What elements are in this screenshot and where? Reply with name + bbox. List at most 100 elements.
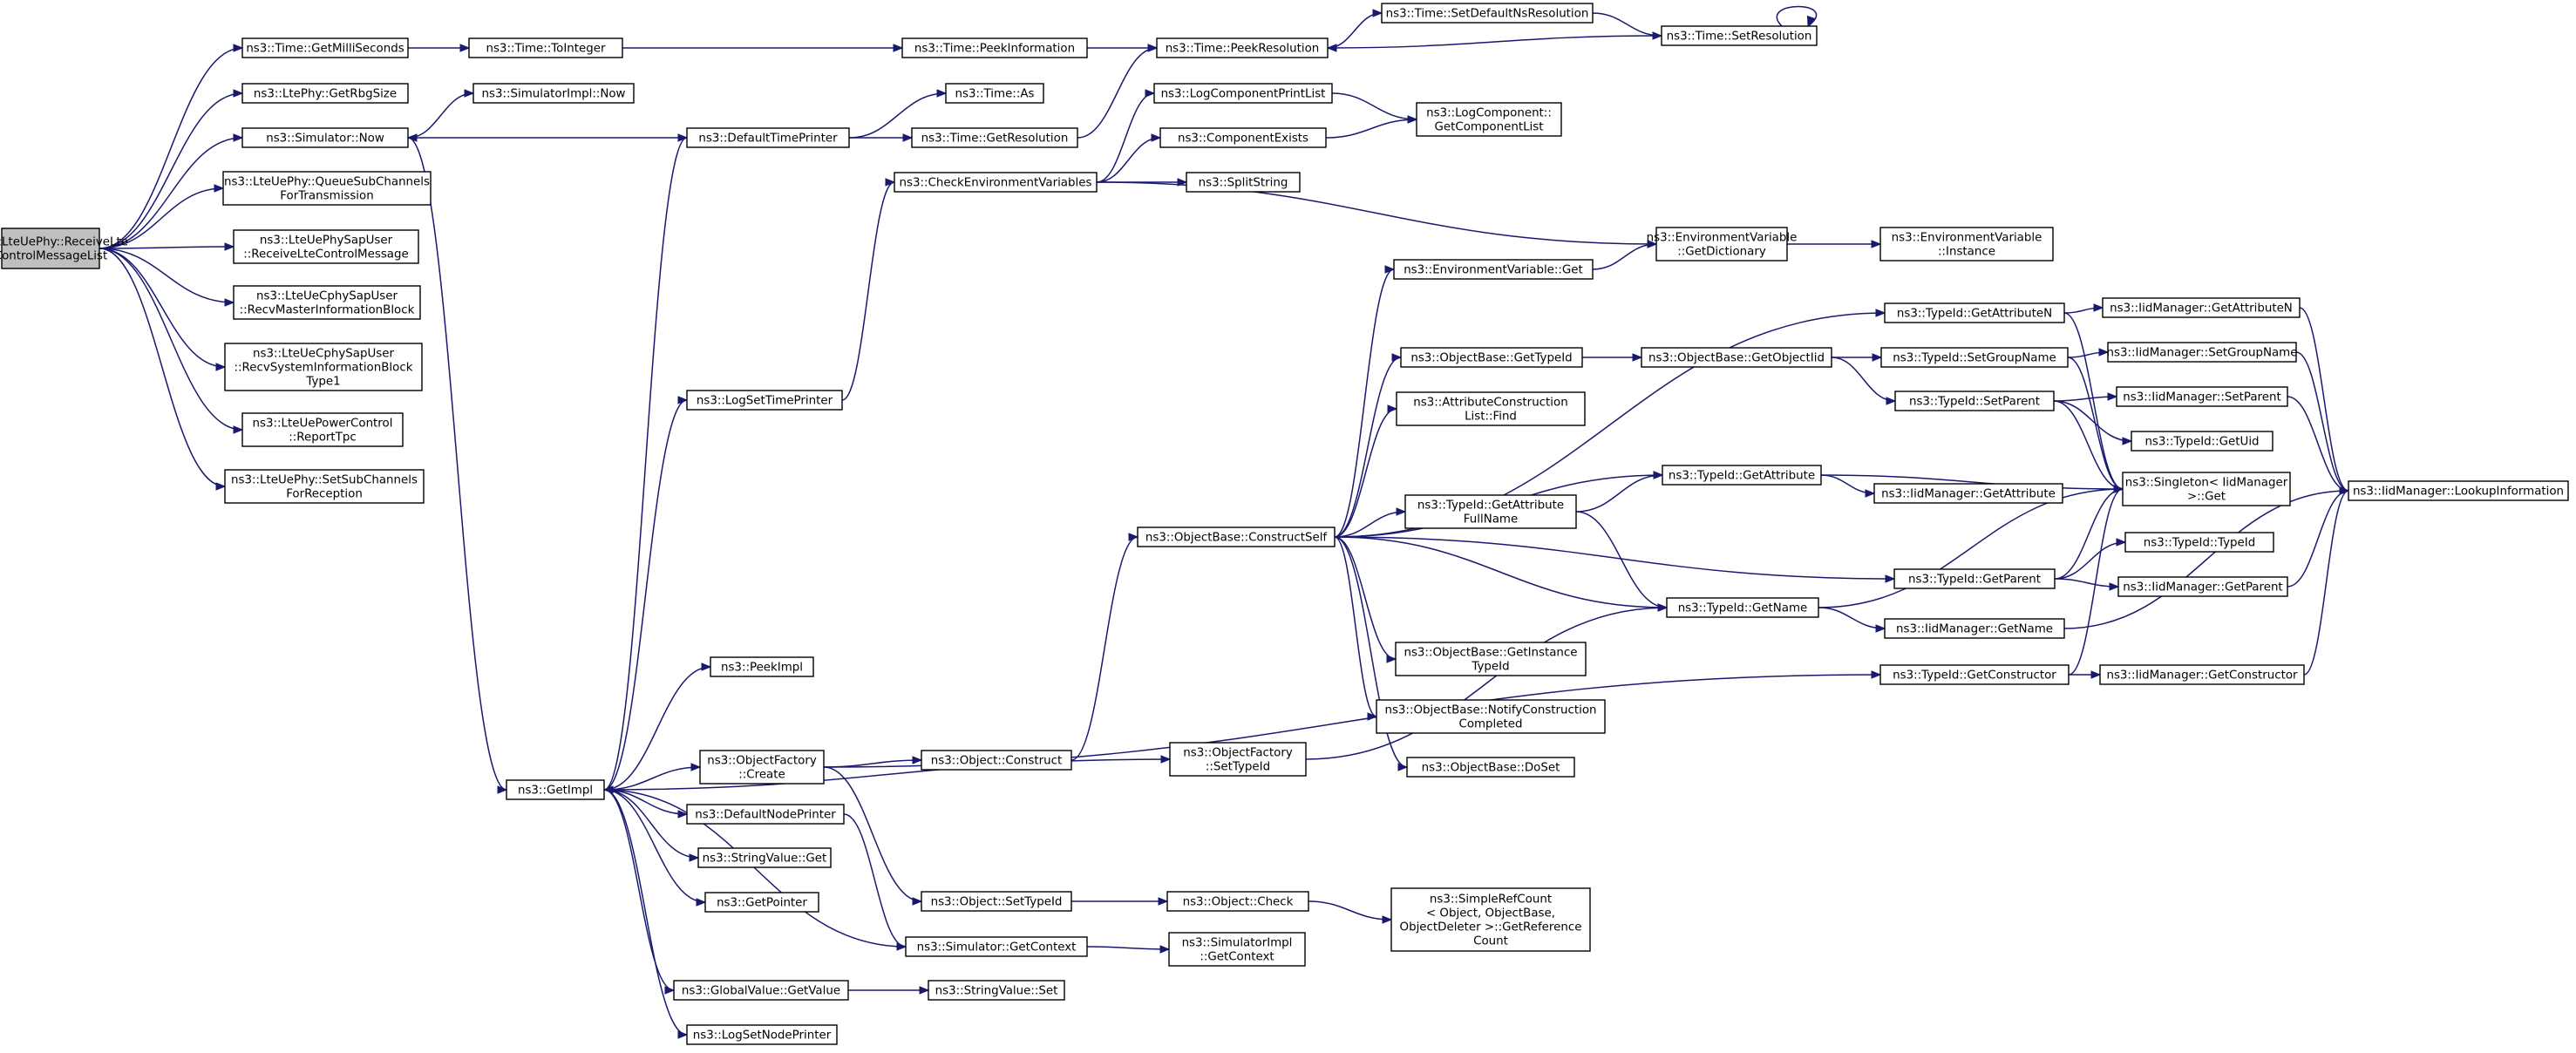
node-queuesub[interactable]: ns3::LteUePhy::QueueSubChannelsForTransm… <box>222 171 432 206</box>
node-objconstruct[interactable]: ns3::Object::Construct <box>921 750 1072 771</box>
node-getimpl[interactable]: ns3::GetImpl <box>506 779 605 800</box>
node-setdefns[interactable]: ns3::Time::SetDefaultNsResolution <box>1381 3 1594 24</box>
node-label: ::Create <box>738 769 785 782</box>
edge-tidgetcons-to-singleton <box>2068 485 2124 676</box>
node-obgetobjtid[interactable]: ns3::ObjectBase::GetObjectIid <box>1641 347 1832 368</box>
edge-arrowhead <box>497 785 508 794</box>
edge-tidgetattrn-to-singleton <box>2063 312 2124 493</box>
node-strvalset[interactable]: ns3::StringValue::Set <box>928 980 1065 1001</box>
node-simimplgetctx[interactable]: ns3::SimulatorImpl::GetContext <box>1168 932 1306 967</box>
node-objfactcreate[interactable]: ns3::ObjectFactory::Create <box>699 750 825 785</box>
node-doset[interactable]: ns3::ObjectBase::DoSet <box>1406 757 1575 778</box>
node-defnode[interactable]: ns3::DefaultNodePrinter <box>686 804 845 825</box>
node-setsub[interactable]: ns3::LteUePhy::SetSubChannelsForReceptio… <box>224 469 425 504</box>
edge-root-to-reporttpc <box>99 248 244 434</box>
node-recvsib[interactable]: ns3::LteUeCphySapUser::RecvSystemInforma… <box>224 343 423 391</box>
node-objcheck[interactable]: ns3::Object::Check <box>1166 891 1309 912</box>
node-iidlookup[interactable]: ns3::IidManager::LookupInformation <box>2348 480 2569 501</box>
node-iidgetattrn[interactable]: ns3::IidManager::GetAttributeN <box>2102 297 2301 318</box>
node-box <box>1662 465 1822 486</box>
node-simgetctx[interactable]: ns3::Simulator::GetContext <box>905 936 1088 957</box>
node-notifycons[interactable]: ns3::ObjectBase::NotifyConstructionCompl… <box>1376 699 1606 734</box>
node-label: GetComponentList <box>1434 121 1543 134</box>
node-rbg[interactable]: ns3::LtePhy::GetRbgSize <box>241 83 409 104</box>
node-compexists[interactable]: ns3::ComponentExists <box>1159 127 1327 148</box>
node-simrefcount[interactable]: ns3::SimpleRefCount< Object, ObjectBase,… <box>1390 887 1591 952</box>
node-tidgetattr[interactable]: ns3::TypeId::GetAttribute <box>1662 465 1822 486</box>
node-constructself[interactable]: ns3::ObjectBase::ConstructSelf <box>1137 526 1336 547</box>
node-deftime[interactable]: ns3::DefaultTimePrinter <box>686 127 850 148</box>
node-objfactsettid[interactable]: ns3::ObjectFactory::SetTypeId <box>1169 742 1307 777</box>
node-tidgetparent[interactable]: ns3::TypeId::GetParent <box>1893 568 2056 589</box>
node-splitstring[interactable]: ns3::SplitString <box>1186 172 1301 193</box>
node-strvalget[interactable]: ns3::StringValue::Get <box>697 847 832 868</box>
node-getpointer[interactable]: ns3::GetPointer <box>704 892 819 913</box>
edge-root-to-recvmib <box>99 248 235 307</box>
node-obgettypeid[interactable]: ns3::ObjectBase::GetTypeId <box>1400 347 1583 368</box>
edge-tidgetattrn-to-iidgetattrn <box>2063 303 2104 314</box>
node-box <box>921 750 1072 771</box>
node-envgetdict[interactable]: ns3::EnvironmentVariable::GetDictionary <box>1647 227 1798 262</box>
node-logsettime[interactable]: ns3::LogSetTimePrinter <box>686 390 843 411</box>
node-reporttpc[interactable]: ns3::LteUePowerControl::ReportTpc <box>241 412 404 447</box>
node-box <box>506 779 605 800</box>
node-peekimpl[interactable]: ns3::PeekImpl <box>710 656 814 677</box>
node-logcompprint[interactable]: ns3::LogComponentPrintList <box>1153 83 1333 104</box>
edge-tidgetattr-to-iidgetattr <box>1820 474 1876 498</box>
node-recvmib[interactable]: ns3::LteUeCphySapUser::RecvMasterInforma… <box>233 285 421 320</box>
node-root[interactable]: ns3::LteUePhy::ReceiveLteControlMessageL… <box>0 228 128 269</box>
node-tointeger[interactable]: ns3::Time::ToInteger <box>468 37 623 58</box>
node-objsettid[interactable]: ns3::Object::SetTypeId <box>921 891 1072 912</box>
node-simnow[interactable]: ns3::Simulator::Now <box>241 127 409 148</box>
node-tidtypeid[interactable]: ns3::TypeId::TypeId <box>2124 532 2274 553</box>
node-box <box>1168 932 1306 967</box>
node-iidsetparent[interactable]: ns3::IidManager::SetParent <box>2116 386 2288 407</box>
node-box <box>686 1024 838 1045</box>
node-getms[interactable]: ns3::Time::GetMilliSeconds <box>241 37 409 58</box>
node-label: ns3::TypeId::GetAttribute <box>1417 499 1564 513</box>
node-logsetnode[interactable]: ns3::LogSetNodePrinter <box>686 1024 838 1045</box>
node-tidsetparent[interactable]: ns3::TypeId::SetParent <box>1894 391 2055 411</box>
node-box <box>1879 227 2054 262</box>
node-tidgetcons[interactable]: ns3::TypeId::GetConstructor <box>1879 664 2070 685</box>
node-envget[interactable]: ns3::EnvironmentVariable::Get <box>1393 259 1594 280</box>
node-iidgetparent[interactable]: ns3::IidManager::GetParent <box>2117 576 2288 597</box>
node-tidsetgroup[interactable]: ns3::TypeId::SetGroupName <box>1880 347 2069 368</box>
edge-arrowhead <box>2098 348 2110 357</box>
node-tidgetattrn[interactable]: ns3::TypeId::GetAttributeN <box>1884 302 2065 323</box>
node-box <box>1166 891 1309 912</box>
node-iidgetcons[interactable]: ns3::IidManager::GetConstructor <box>2099 664 2305 685</box>
edge-line <box>603 789 675 991</box>
node-singleton[interactable]: ns3::Singleton< IidManager >::Get <box>2122 472 2291 506</box>
node-getcomplist[interactable]: ns3::LogComponent::GetComponentList <box>1416 102 1562 137</box>
node-iidsetgroup[interactable]: ns3::IidManager::SetGroupName <box>2107 342 2298 363</box>
edge-arrowhead <box>677 133 689 142</box>
node-getres[interactable]: ns3::Time::GetResolution <box>911 127 1078 148</box>
edge-arrowhead <box>2113 485 2124 493</box>
edge-objfactsettid-to-tidgetname <box>1305 603 1669 760</box>
edge-logsettime-to-checkenv <box>841 178 896 401</box>
node-tidgetname[interactable]: ns3::TypeId::GetName <box>1666 597 1819 618</box>
edge-iidsetgroup-to-iidlookup <box>2295 351 2350 495</box>
node-label: Completed <box>1458 718 1522 731</box>
node-tidgetuid[interactable]: ns3::TypeId::GetUid <box>2131 431 2274 452</box>
node-timeas[interactable]: ns3::Time::As <box>945 83 1044 104</box>
node-box <box>686 804 845 825</box>
edge-arrowhead <box>701 662 712 671</box>
node-iidgetattr[interactable]: ns3::IidManager::GetAttribute <box>1873 483 2063 504</box>
node-peekres[interactable]: ns3::Time::PeekResolution <box>1156 37 1329 58</box>
node-envinst[interactable]: ns3::EnvironmentVariable::Instance <box>1879 227 2054 262</box>
node-setres[interactable]: ns3::Time::SetResolution <box>1661 25 1818 46</box>
node-simimplnow[interactable]: ns3::SimulatorImpl::Now <box>472 83 635 104</box>
node-physapuser[interactable]: ns3::LteUePhySapUser::ReceiveLteControlM… <box>233 229 419 264</box>
node-iidgetname[interactable]: ns3::IidManager::GetName <box>1884 618 2065 639</box>
node-label: ns3::Time::PeekInformation <box>914 43 1075 56</box>
node-peekinfo[interactable]: ns3::Time::PeekInformation <box>901 37 1088 58</box>
edge-line <box>2068 488 2124 676</box>
node-checkenv[interactable]: ns3::CheckEnvironmentVariables <box>894 172 1098 193</box>
edge-line <box>1818 488 2124 608</box>
node-gvgetvalue[interactable]: ns3::GlobalValue::GetValue <box>673 980 849 1001</box>
